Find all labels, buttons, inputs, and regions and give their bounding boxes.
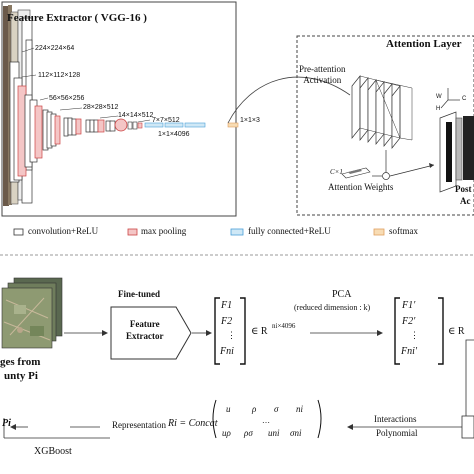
legend-swatch-softmax <box>373 228 385 236</box>
pca-title: PCA <box>332 289 352 300</box>
formula-lhs: Ri = Concat <box>168 418 218 429</box>
in-space-label-2: ∈ R <box>448 326 465 337</box>
satellite-image-stack <box>1 277 63 349</box>
feature-extractor-shape <box>110 306 192 360</box>
formula-r1-c2: ρ <box>252 404 257 414</box>
fine-tuned-label: Fine-tuned <box>118 289 161 299</box>
axis-label-h: H <box>436 106 441 112</box>
attention-weights-label: Attention Weights <box>328 182 394 192</box>
target-label: Pi <box>2 418 11 429</box>
transfer-curve <box>227 76 351 124</box>
formula-dots: … <box>262 416 270 425</box>
polynomial-label: Polynomial <box>376 428 418 438</box>
dim-label-4: 28×28×512 <box>83 104 119 111</box>
formula-r2-c1: uρ <box>222 428 231 438</box>
attention-layer-frame <box>296 35 474 216</box>
attention-layer-title: Attention Layer <box>386 38 462 50</box>
dot-product-node <box>382 172 390 180</box>
c-by-1-label: C×1 <box>330 168 343 176</box>
images-caption-2: unty Pi <box>4 370 38 382</box>
pca-subtitle: (reduced dimension : k) <box>294 303 371 312</box>
xgboost-label: XGBoost <box>34 446 72 457</box>
space-exponent: ni×4096 <box>272 322 296 330</box>
axis-label-c: C <box>462 96 467 102</box>
dim-label-7: 1×1×4096 <box>158 131 190 138</box>
legend-conv-label: convolution+ReLU <box>28 226 99 236</box>
feature-extractor-frame <box>1 1 237 217</box>
concat-right-paren <box>317 399 322 439</box>
post-attention-label-2: Ac <box>460 196 471 206</box>
dim-label-1: 224×224×64 <box>35 45 75 52</box>
matrix-fp-right-bracket <box>438 297 444 365</box>
post-attention-label: Post <box>455 184 472 194</box>
formula-r1-c3: σ <box>274 404 279 414</box>
axes-glyph <box>440 88 460 109</box>
feature-extractor-title: Feature Extractor ( VGG-16 ) <box>7 12 147 24</box>
matrix-fp-left-bracket <box>394 297 400 365</box>
formula-r2-c3: uni <box>268 428 280 438</box>
matrix-fp-row-n: Fni′ <box>401 346 418 357</box>
legend-softmax-label: softmax <box>389 226 418 236</box>
concat-left-paren <box>212 399 217 439</box>
matrix-fp-row-1: F1′ <box>402 300 416 311</box>
formula-r2-c2: ρσ <box>244 428 253 438</box>
matrix-f-left-bracket <box>214 297 220 365</box>
legend-swatch-conv <box>13 228 24 236</box>
in-space-label: ∈ R <box>251 326 268 337</box>
dim-label-2: 112×112×128 <box>38 72 81 79</box>
formula-r2-c4: σni <box>290 428 302 438</box>
matrix-f-right-bracket <box>240 297 246 365</box>
formula-r1-c4: ni <box>296 404 304 414</box>
pre-attention-stack <box>351 75 413 149</box>
axis-label-w: W <box>436 94 442 100</box>
legend-swatch-fc <box>230 228 244 236</box>
matrix-fp-row-2: F2′ <box>402 316 416 327</box>
matrix-f-row-n: Fni <box>220 346 234 357</box>
representation-label: Representation <box>112 420 166 430</box>
matrix-f-row-1: F1 <box>221 300 233 311</box>
dim-label-3: 56×56×256 <box>49 95 85 102</box>
images-caption: ges from <box>0 356 41 368</box>
matrix-f-row-2: F2 <box>221 316 233 327</box>
legend-swatch-pool <box>127 228 138 236</box>
feature-extractor-box-label: Feature Extractor <box>126 319 164 341</box>
matrix-fp-dots: ⋮ <box>410 330 419 340</box>
post-attention-stack <box>439 111 474 193</box>
interactions-label: Interactions <box>374 414 417 424</box>
dim-label-5: 14×14×512 <box>118 112 154 119</box>
vgg-blocks <box>9 61 239 183</box>
dim-label-8: 1×1×3 <box>240 117 260 124</box>
pre-attention-label: Pre-attention Activation <box>299 64 346 85</box>
legend-fc-label: fully connected+ReLU <box>248 226 331 236</box>
matrix-f-dots: ⋮ <box>227 330 236 340</box>
formula-r1-c1: u <box>226 404 231 414</box>
legend-pool-label: max pooling <box>141 226 187 236</box>
dim-label-6: 7×7×512 <box>152 117 180 124</box>
